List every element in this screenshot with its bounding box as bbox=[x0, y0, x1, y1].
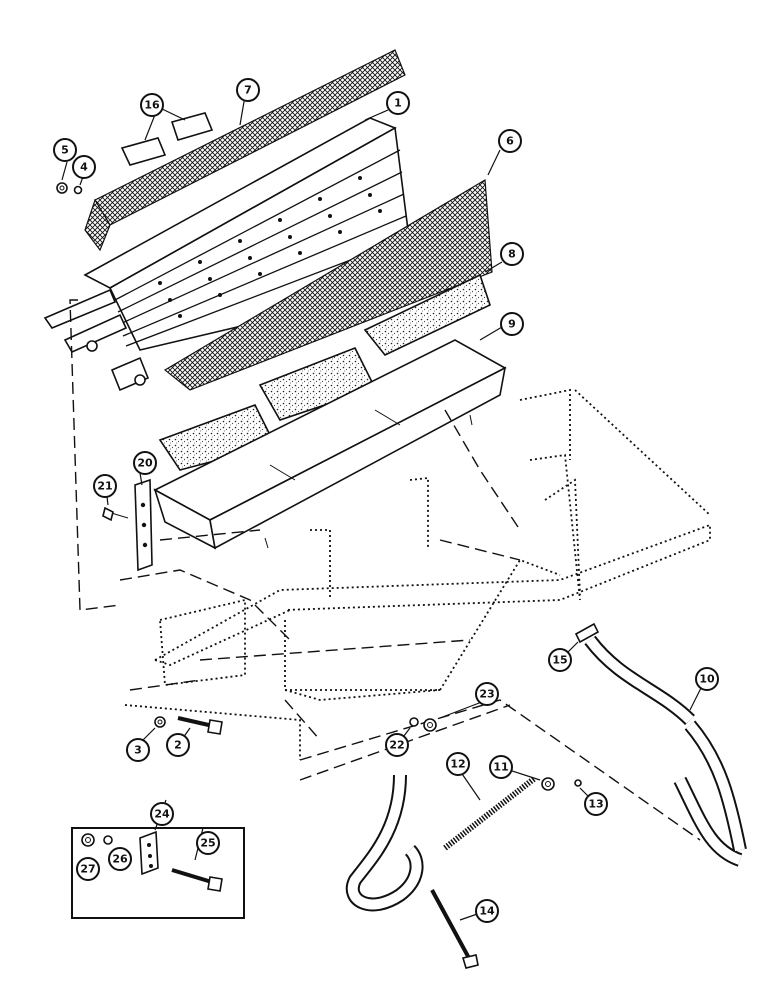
nut-23 bbox=[423, 718, 437, 732]
callout-14: 14 bbox=[475, 899, 499, 923]
callout-3: 3 bbox=[126, 738, 150, 762]
callout-21: 21 bbox=[93, 474, 117, 498]
callout-13: 13 bbox=[584, 792, 608, 816]
svg-text:10: 10 bbox=[699, 673, 715, 686]
heater-case bbox=[124, 388, 711, 760]
svg-text:8: 8 bbox=[508, 248, 516, 261]
svg-text:1: 1 bbox=[394, 97, 402, 110]
svg-text:9: 9 bbox=[508, 318, 516, 331]
bracket-20 bbox=[134, 478, 153, 572]
filter-7 bbox=[84, 49, 406, 252]
callout-12: 12 bbox=[446, 752, 470, 776]
callout-10: 10 bbox=[695, 667, 719, 691]
callout-25: 25 bbox=[196, 831, 220, 855]
callout-23: 23 bbox=[475, 682, 499, 706]
svg-text:4: 4 bbox=[80, 161, 88, 174]
filter-6 bbox=[163, 178, 493, 391]
nut-5 bbox=[56, 182, 68, 194]
svg-text:26: 26 bbox=[112, 853, 128, 866]
callout-7: 7 bbox=[236, 78, 260, 102]
svg-text:3: 3 bbox=[134, 744, 142, 757]
svg-text:15: 15 bbox=[552, 654, 567, 667]
drain-pan-9 bbox=[153, 339, 507, 550]
svg-text:23: 23 bbox=[479, 688, 494, 701]
rod-14 bbox=[430, 889, 479, 969]
svg-text:6: 6 bbox=[506, 135, 514, 148]
hose-s bbox=[345, 774, 424, 912]
svg-text:5: 5 bbox=[61, 144, 69, 157]
svg-text:12: 12 bbox=[450, 758, 465, 771]
bolt-2 bbox=[177, 716, 223, 735]
svg-text:25: 25 bbox=[200, 837, 215, 850]
svg-text:27: 27 bbox=[80, 863, 95, 876]
callout-6: 6 bbox=[498, 129, 522, 153]
callout-4: 4 bbox=[72, 155, 96, 179]
svg-text:14: 14 bbox=[479, 905, 495, 918]
screw-21 bbox=[102, 506, 129, 522]
nut-3 bbox=[154, 716, 166, 728]
svg-text:20: 20 bbox=[137, 457, 153, 470]
callout-5: 5 bbox=[53, 138, 77, 162]
svg-text:22: 22 bbox=[389, 739, 404, 752]
svg-text:16: 16 bbox=[144, 99, 160, 112]
svg-text:24: 24 bbox=[154, 808, 170, 821]
inset-kit-box bbox=[71, 827, 245, 919]
callout-26: 26 bbox=[108, 847, 132, 871]
callout-27: 27 bbox=[76, 857, 100, 881]
washer-22 bbox=[409, 717, 419, 727]
callout-8: 8 bbox=[500, 242, 524, 266]
svg-text:13: 13 bbox=[588, 798, 603, 811]
svg-text:7: 7 bbox=[244, 84, 252, 97]
callout-24: 24 bbox=[150, 802, 174, 826]
callout-9: 9 bbox=[500, 312, 524, 336]
svg-text:2: 2 bbox=[174, 739, 182, 752]
callout-15: 15 bbox=[548, 648, 572, 672]
callout-11: 11 bbox=[489, 755, 513, 779]
washer-13 bbox=[574, 779, 582, 787]
callout-20: 20 bbox=[133, 451, 157, 475]
hose-10 bbox=[584, 635, 747, 867]
clip-15 bbox=[574, 622, 600, 644]
svg-text:21: 21 bbox=[97, 480, 112, 493]
callout-1: 1 bbox=[386, 91, 410, 115]
callout-22: 22 bbox=[385, 733, 409, 757]
callout-16: 16 bbox=[140, 93, 164, 117]
foam-filter-8 bbox=[158, 273, 491, 471]
svg-text:11: 11 bbox=[493, 761, 508, 774]
spring-12 bbox=[443, 775, 537, 851]
pad-16 bbox=[120, 112, 214, 166]
washer-4 bbox=[73, 185, 83, 195]
clamp-11 bbox=[541, 777, 555, 791]
callout-2: 2 bbox=[166, 733, 190, 757]
